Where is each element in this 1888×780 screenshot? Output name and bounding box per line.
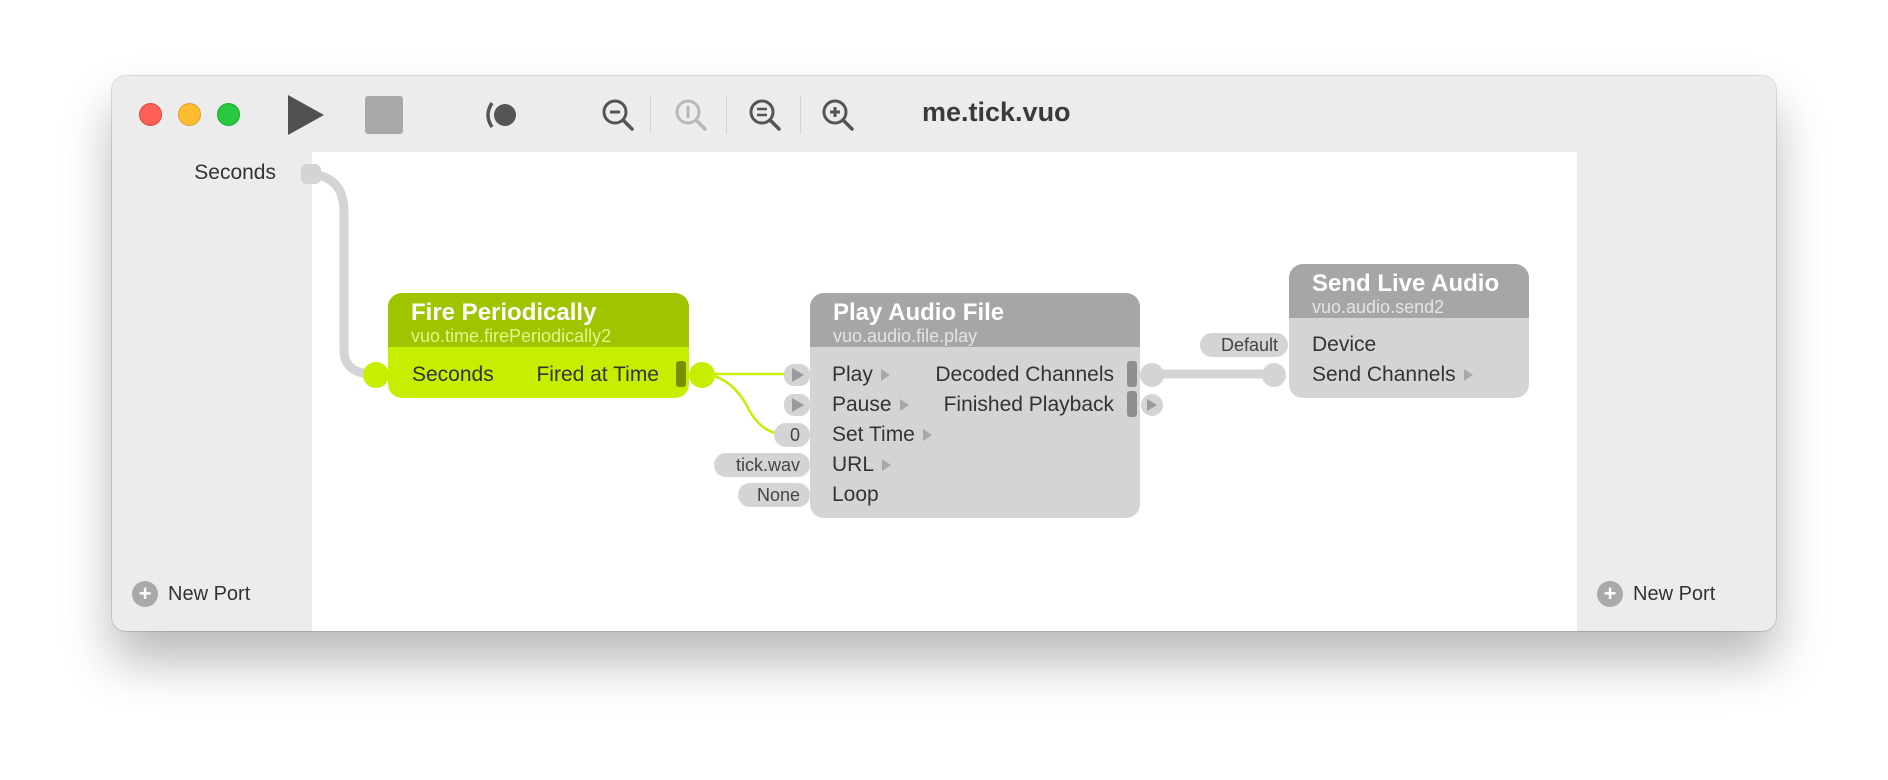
toolbar-separator: [726, 96, 727, 134]
port-circle-send-channels[interactable]: [1262, 363, 1286, 387]
zoom-actual-icon[interactable]: [674, 98, 708, 132]
output-port-decoded-channels[interactable]: Decoded Channels: [935, 363, 1114, 386]
published-outputs-sidebar: [1577, 152, 1776, 631]
input-port-send-channels[interactable]: Send Channels: [1312, 363, 1473, 387]
input-port-device[interactable]: Device: [1312, 333, 1377, 356]
new-output-port-button[interactable]: + New Port: [1597, 581, 1715, 607]
input-port-play[interactable]: Play: [832, 363, 890, 387]
zoom-fit-icon[interactable]: [748, 98, 782, 132]
stop-icon[interactable]: [365, 96, 403, 134]
zoom-in-icon[interactable]: [821, 98, 855, 132]
node-title: Play Audio File: [833, 299, 1005, 326]
node-class-name: vuo.time.firePeriodically2: [411, 326, 612, 346]
close-button[interactable]: [139, 103, 162, 126]
new-input-port-button[interactable]: + New Port: [132, 581, 250, 607]
toolbar-separator: [650, 96, 651, 134]
constant-device[interactable]: Default: [1200, 333, 1288, 357]
published-input-seconds[interactable]: Seconds: [194, 161, 276, 184]
minimize-button[interactable]: [178, 103, 201, 126]
event-arrow-icon: [1463, 369, 1473, 382]
node-send-live-audio[interactable]: Send Live Audio vuo.audio.send2 Device S…: [1289, 264, 1529, 398]
show-events-icon[interactable]: [482, 100, 522, 130]
event-arrow-icon: [899, 399, 909, 412]
input-port-seconds[interactable]: Seconds: [412, 363, 494, 386]
event-arrow-icon: [880, 369, 890, 382]
node-class-name: vuo.audio.send2: [1312, 297, 1445, 317]
constant-url[interactable]: tick.wav: [714, 453, 810, 477]
output-port-marker: [1127, 361, 1137, 387]
zoom-out-icon[interactable]: [601, 98, 635, 132]
port-circle-fired[interactable]: [689, 362, 715, 388]
title-bar: me.tick.vuo: [112, 76, 1776, 152]
node-play-audio-file[interactable]: Play Audio File vuo.audio.file.play Play…: [810, 293, 1140, 518]
node-header: Send Live Audio vuo.audio.send2: [1289, 264, 1529, 318]
port-circle-decoded-channels[interactable]: [1140, 363, 1164, 387]
output-port-fired-at-time[interactable]: Fired at Time: [536, 363, 659, 386]
new-port-label: New Port: [168, 582, 251, 605]
constant-loop[interactable]: None: [738, 483, 810, 507]
input-port-set-time[interactable]: Set Time: [832, 423, 932, 447]
node-title: Send Live Audio: [1312, 270, 1500, 297]
constant-set-time[interactable]: 0: [774, 423, 810, 447]
zoom-window-button[interactable]: [217, 103, 240, 126]
node-title: Fire Periodically: [411, 299, 597, 326]
input-port-url[interactable]: URL: [832, 453, 892, 477]
node-fire-periodically[interactable]: Fire Periodically vuo.time.firePeriodica…: [388, 293, 689, 398]
published-inputs-sidebar: Seconds: [112, 152, 312, 631]
plus-icon: +: [1597, 581, 1623, 607]
new-port-label: New Port: [1633, 582, 1716, 605]
node-header: Play Audio File vuo.audio.file.play: [810, 293, 1140, 347]
node-header: Fire Periodically vuo.time.firePeriodica…: [388, 293, 689, 347]
input-port-loop[interactable]: Loop: [832, 483, 879, 506]
output-port-marker: [1127, 391, 1137, 417]
event-arrow-icon: [922, 429, 932, 442]
plus-icon: +: [132, 581, 158, 607]
input-port-pause[interactable]: Pause: [832, 393, 909, 417]
window-title: me.tick.vuo: [922, 97, 1071, 127]
trigger-port-marker: [676, 361, 686, 387]
output-port-finished-playback[interactable]: Finished Playback: [943, 393, 1114, 416]
published-port-nub[interactable]: [301, 164, 321, 184]
toolbar-separator: [800, 96, 801, 134]
node-class-name: vuo.audio.file.play: [833, 326, 978, 346]
play-icon[interactable]: [284, 93, 326, 137]
port-circle-seconds[interactable]: [363, 362, 389, 388]
port-circle-finished-playback[interactable]: [1140, 393, 1166, 419]
input-port-nubs[interactable]: [782, 362, 812, 418]
event-arrow-icon: [882, 459, 892, 472]
